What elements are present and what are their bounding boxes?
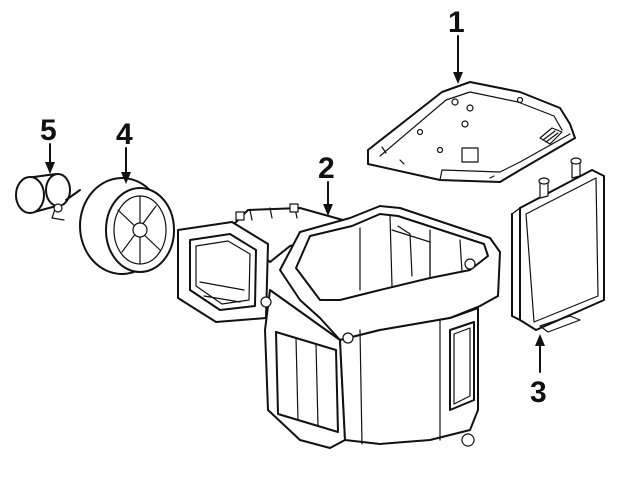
callout-5: 5 (40, 114, 57, 147)
heater-core-part (511, 157, 605, 333)
leader-arrow-3 (535, 334, 545, 346)
blower-wheel-part (79, 177, 175, 275)
callout-labels: 1 2 3 4 5 (40, 6, 547, 409)
heater-housing-part (177, 203, 501, 449)
blower-motor-part (15, 173, 81, 221)
callout-1: 1 (448, 6, 465, 39)
callout-4: 4 (116, 118, 133, 151)
callout-3: 3 (530, 376, 547, 409)
leader-arrow-4 (121, 172, 131, 184)
callout-leaders (45, 35, 545, 373)
callout-2: 2 (318, 152, 335, 185)
leader-arrow-2 (323, 204, 333, 216)
leader-arrow-1 (453, 72, 463, 84)
top-cover-part (367, 81, 576, 183)
leader-arrow-5 (45, 162, 55, 174)
